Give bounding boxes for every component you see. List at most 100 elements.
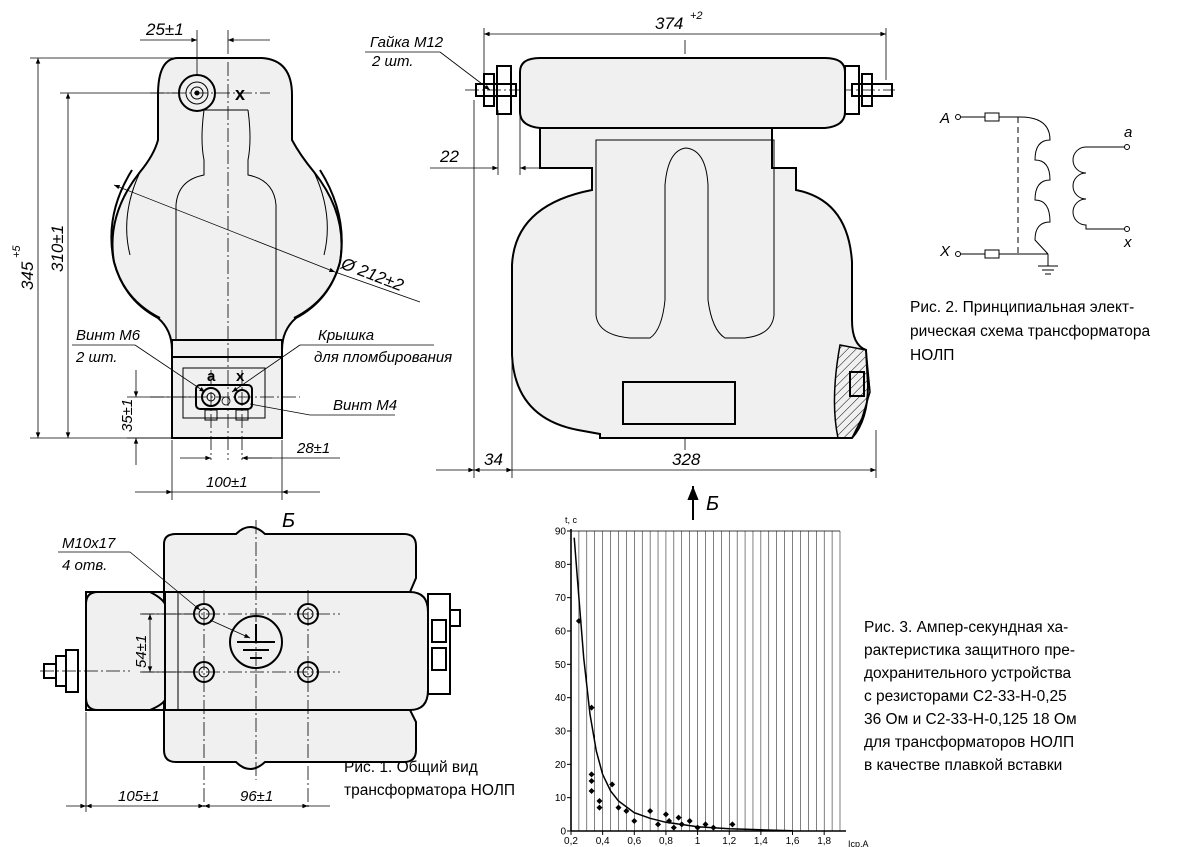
- x-tick-label: 0,2: [564, 836, 578, 847]
- data-point: [631, 818, 638, 824]
- x-tick-label: 0,8: [659, 836, 673, 847]
- terminal-x-top-label: x: [235, 84, 245, 104]
- svg-text:328: 328: [672, 450, 701, 469]
- svg-text:для пломбирования: для пломбирования: [314, 349, 452, 366]
- svg-text:345: 345: [18, 261, 37, 290]
- svg-text:Рис. 1. Общий вид: Рис. 1. Общий вид: [344, 759, 478, 776]
- svg-text:310±1: 310±1: [48, 225, 67, 272]
- terminal-x-label: x: [236, 368, 245, 385]
- data-point: [588, 771, 595, 778]
- data-point: [670, 824, 677, 831]
- svg-text:34: 34: [484, 450, 503, 469]
- svg-text:для трансформаторов НОЛП: для трансформаторов НОЛП: [864, 734, 1074, 751]
- svg-text:Крышка: Крышка: [318, 327, 374, 344]
- svg-text:100±1: 100±1: [206, 474, 248, 491]
- svg-text:28±1: 28±1: [296, 440, 330, 457]
- svg-text:Рис. 2. Принципиальная элект-: Рис. 2. Принципиальная элект-: [910, 299, 1134, 316]
- svg-text:рическая схема трансформатора: рическая схема трансформатора: [910, 323, 1150, 340]
- holes-callout: М10х17 4 отв.: [58, 535, 201, 611]
- data-point: [647, 808, 654, 814]
- data-point: [575, 618, 582, 624]
- data-point: [596, 804, 603, 811]
- view-b-title: Б: [282, 510, 295, 532]
- nut-left: [483, 73, 495, 107]
- terminal-X-label: Х: [939, 243, 951, 260]
- svg-text:+5: +5: [11, 245, 23, 258]
- nut-right: [861, 73, 873, 107]
- dim-374: 374 +2: [483, 10, 887, 80]
- figure-2-schematic: А Х а х: [939, 110, 1132, 275]
- dim-345: 345 +5: [11, 57, 178, 439]
- svg-text:2 шт.: 2 шт.: [75, 349, 117, 366]
- svg-text:374: 374: [655, 14, 683, 33]
- dim-25: 25±1: [140, 20, 270, 75]
- y-tick-label: 20: [555, 760, 567, 771]
- terminal-A-label: А: [939, 110, 950, 127]
- data-point: [686, 818, 693, 824]
- svg-text:трансформатора НОЛП: трансформатора НОЛП: [344, 782, 515, 799]
- data-point: [655, 821, 662, 828]
- svg-text:Гайка М12: Гайка М12: [370, 34, 444, 51]
- characteristic-curve: [573, 537, 793, 832]
- data-point: [615, 804, 622, 811]
- y-tick-label: 40: [555, 693, 567, 704]
- data-point: [678, 821, 685, 828]
- y-tick-label: 60: [555, 627, 567, 638]
- data-point: [623, 808, 630, 814]
- svg-text:54±1: 54±1: [133, 635, 150, 668]
- dim-310: 310±1: [48, 92, 180, 439]
- y-tick-label: 50: [555, 660, 567, 671]
- view-arrow-b: Б: [687, 486, 719, 520]
- svg-text:дохранительного устройства: дохранительного устройства: [864, 665, 1072, 682]
- dim-54: 54±1: [133, 613, 251, 673]
- terminal-a-label: a: [207, 368, 216, 385]
- name-plate: [622, 381, 736, 425]
- svg-text:Рис. 3. Ампер-секундная ха-: Рис. 3. Ампер-секундная ха-: [864, 619, 1068, 636]
- svg-text:в качестве плавкой вставки: в качестве плавкой вставки: [864, 757, 1062, 774]
- data-point: [729, 821, 736, 828]
- primary-winding: [1019, 116, 1051, 255]
- terminal-box-section: [833, 344, 871, 439]
- dim-105-96: 105±1 96±1: [66, 712, 330, 812]
- svg-text:НОЛП: НОЛП: [910, 347, 954, 364]
- nut-callout: Гайка М12 2 шт.: [365, 34, 491, 91]
- data-point: [710, 824, 717, 831]
- svg-text:4 отв.: 4 отв.: [62, 557, 107, 574]
- y-tick-label: 10: [555, 793, 567, 804]
- data-point: [588, 704, 595, 711]
- dim-22: 22: [430, 110, 545, 175]
- svg-text:2 шт.: 2 шт.: [371, 53, 413, 70]
- y-tick-label: 70: [555, 593, 567, 604]
- svg-text:с резисторами С2-33-Н-0,25: с резисторами С2-33-Н-0,25: [864, 688, 1067, 705]
- cast-body: [511, 127, 870, 439]
- svg-text:рактеристика защитного пре-: рактеристика защитного пре-: [864, 642, 1075, 659]
- dim-35: 35±1: [119, 370, 196, 465]
- terminal-x-sec-label: х: [1123, 234, 1132, 251]
- primary-tube: [519, 57, 846, 129]
- svg-text:М10х17: М10х17: [62, 535, 116, 552]
- caption-figure-2: Рис. 2. Принципиальная элект- рическая с…: [910, 299, 1150, 364]
- x-axis-label: Iср,А: [848, 839, 869, 847]
- svg-text:+2: +2: [690, 10, 703, 22]
- svg-text:Ø 212±2: Ø 212±2: [338, 254, 407, 296]
- x-tick-label: 1,8: [817, 836, 831, 847]
- x-tick-label: 0,4: [596, 836, 610, 847]
- y-tick-label: 0: [560, 827, 566, 838]
- svg-text:22: 22: [439, 147, 459, 166]
- x-tick-label: 1,4: [754, 836, 768, 847]
- terminal-block-bottom: [427, 593, 451, 695]
- data-point: [666, 818, 673, 824]
- svg-text:Винт М4: Винт М4: [333, 397, 397, 414]
- figure-1-side-view: x a x 25±1 345: [11, 20, 452, 500]
- data-point: [609, 781, 616, 788]
- data-point: [588, 778, 595, 784]
- dim-34-328: 34 328: [436, 100, 877, 478]
- screw-m4-callout: Винт М4: [249, 397, 397, 416]
- screw-m6-callout: Винт М6 2 шт.: [72, 327, 206, 393]
- svg-text:Винт М6: Винт М6: [76, 327, 141, 344]
- data-point: [588, 788, 595, 794]
- figure-1-bottom-view: Б: [40, 510, 461, 812]
- transformer-body-outline: [111, 57, 343, 439]
- x-tick-label: 1,6: [786, 836, 800, 847]
- y-tick-label: 80: [555, 560, 567, 571]
